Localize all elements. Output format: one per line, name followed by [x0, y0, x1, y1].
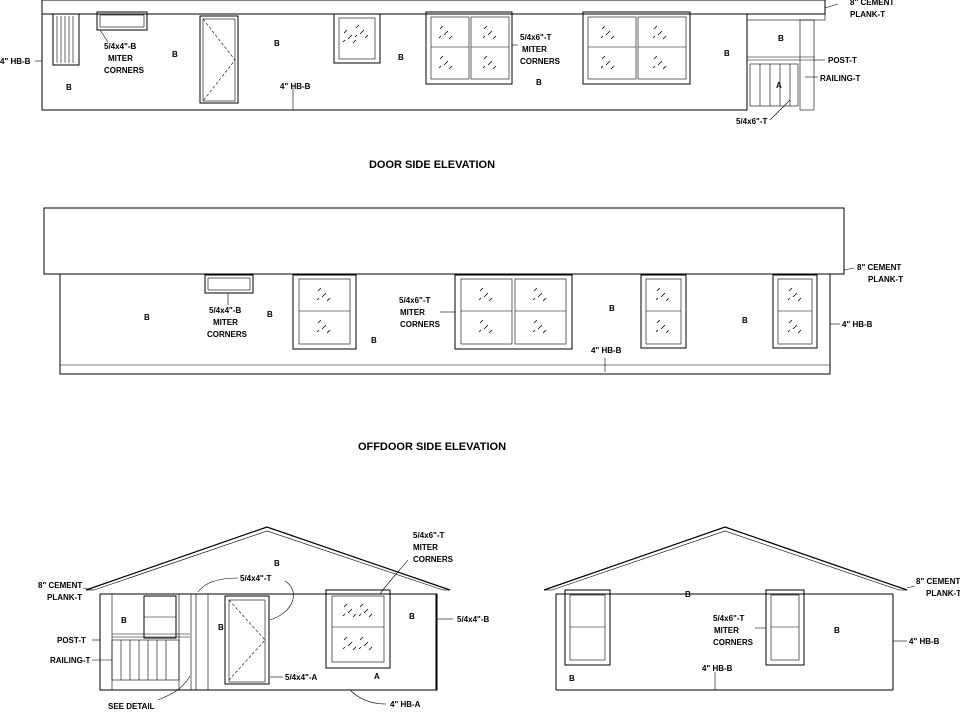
entry-door — [199, 15, 239, 104]
door-side-elevation — [35, 0, 839, 121]
miter-label: MITER — [522, 45, 547, 54]
door-side-title: DOOR SIDE ELEVATION — [369, 159, 495, 171]
hb-b-label: 4" HB-B — [909, 637, 940, 646]
b-tag: B — [834, 626, 840, 635]
b-tag: B — [409, 612, 415, 621]
window-single — [765, 589, 805, 666]
trim-546t-label: 5/4x6"-T — [413, 531, 444, 540]
miter-label: MITER — [213, 318, 238, 327]
b-tag: B — [172, 50, 178, 59]
corners-label: CORNERS — [207, 330, 248, 339]
porch-railing — [111, 639, 180, 681]
corners-label: CORNERS — [400, 320, 441, 329]
window-double — [454, 274, 573, 350]
b-tag: B — [66, 83, 72, 92]
porch-railing — [749, 63, 799, 107]
porch-beam — [746, 13, 826, 21]
cement-label: 8" CEMENT — [38, 581, 82, 590]
porch-post — [178, 593, 192, 691]
hb-b-label: 4" HB-B — [842, 320, 873, 329]
b-tag: B — [569, 674, 575, 683]
corners-label: CORNERS — [413, 555, 454, 564]
cement-label: 8" CEMENT — [857, 263, 901, 272]
offdoor-side-elevation — [43, 207, 855, 375]
small-window — [96, 11, 148, 31]
trim-546t-label: 5/4x6"-T — [520, 33, 551, 42]
window-single — [564, 589, 611, 666]
window-single — [292, 274, 357, 350]
a-tag: A — [776, 81, 782, 90]
hb-b-label: 4" HB-B — [591, 346, 622, 355]
corners-label: CORNERS — [104, 66, 145, 75]
b-tag: B — [609, 304, 615, 313]
b-tag: B — [778, 34, 784, 43]
trim-546t-label: 5/4x6"-T — [713, 614, 744, 623]
b-tag: B — [724, 49, 730, 58]
b-tag: B — [371, 336, 377, 345]
corners-label: CORNERS — [713, 638, 754, 647]
post-t-label: POST-T — [57, 636, 86, 645]
railing-t-label: RAILING-T — [50, 656, 91, 665]
trim-544t-label: 5/4x4"-T — [240, 574, 271, 583]
wall-outline — [59, 273, 831, 375]
plank-t-label: PLANK-T — [850, 10, 885, 19]
b-tag: B — [742, 316, 748, 325]
offdoor-side-title: OFFDOOR SIDE ELEVATION — [358, 441, 506, 453]
hb-b-label: 4" HB-B — [702, 664, 733, 673]
trim-546t-label: 5/4x6"-T — [399, 296, 430, 305]
window-single — [325, 589, 391, 669]
miter-label: MITER — [413, 543, 438, 552]
trim — [195, 593, 209, 691]
b-tag: B — [218, 623, 224, 632]
b-tag: B — [536, 78, 542, 87]
vent-grille — [52, 13, 80, 66]
b-tag: B — [121, 616, 127, 625]
a-tag: A — [374, 672, 380, 681]
window-single — [333, 13, 381, 64]
plank-t-label: PLANK-T — [47, 593, 82, 602]
roof-shingles — [43, 207, 845, 275]
corners-label: CORNERS — [520, 57, 561, 66]
porch-post — [99, 593, 113, 691]
b-tag: B — [274, 39, 280, 48]
railing-t-label: RAILING-T — [820, 74, 861, 83]
wall-outline — [41, 13, 748, 111]
plank-t-label: PLANK-T — [926, 589, 960, 598]
b-tag: B — [685, 590, 691, 599]
hb-a-label: 4" HB-A — [390, 700, 421, 709]
rear-gable-elevation — [543, 526, 916, 691]
plank-t-label: PLANK-T — [868, 275, 903, 284]
entry-door — [224, 595, 270, 685]
window-single — [640, 274, 687, 349]
b-tag: B — [267, 310, 273, 319]
window-single — [772, 274, 818, 349]
b-tag: B — [144, 313, 150, 322]
miter-label: MITER — [714, 626, 739, 635]
see-detail-label: SEE DETAIL — [108, 702, 155, 711]
trim-546t-label: 5/4x6"-T — [736, 117, 767, 126]
trim-544b-label: 5/4x4"-B — [457, 615, 489, 624]
miter-label: MITER — [400, 308, 425, 317]
b-tag: B — [398, 53, 404, 62]
trim-544a-label: 5/4x4"-A — [285, 673, 317, 682]
hb-b-label: 4" HB-B — [0, 57, 31, 66]
hb-b-label: 4" HB-B — [280, 82, 311, 91]
b-tag: B — [274, 559, 280, 568]
trim-544b-label: 5/4x4"-B — [209, 306, 241, 315]
cement-label: 8" CEMENT — [916, 577, 960, 586]
front-gable-elevation — [82, 526, 453, 705]
trim-544b-label: 5/4x4"-B — [104, 42, 136, 51]
small-window — [204, 274, 254, 294]
window-double-1 — [425, 11, 513, 85]
porch-post — [799, 19, 815, 111]
miter-label: MITER — [108, 54, 133, 63]
cement-label: 8" CEMENT — [850, 0, 894, 7]
window-double-2 — [582, 11, 691, 85]
post-t-label: POST-T — [828, 56, 857, 65]
